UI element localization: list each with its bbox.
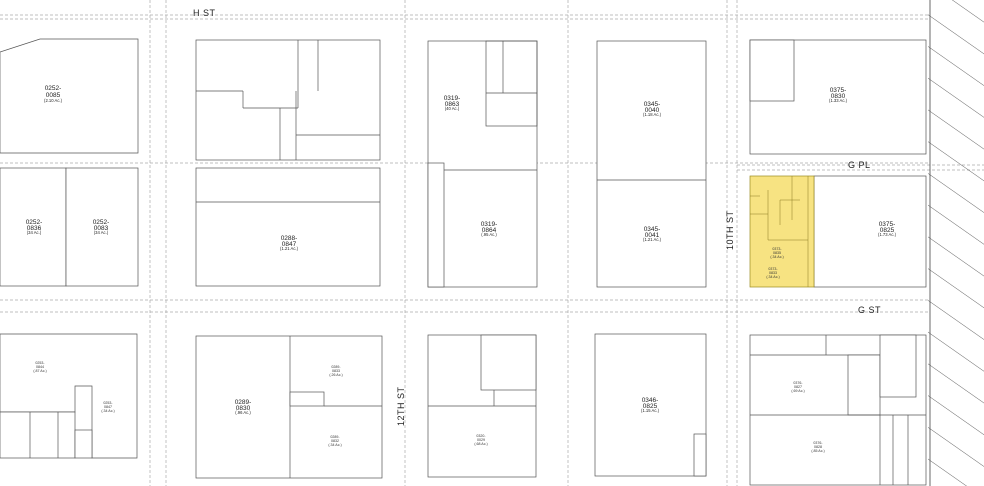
street-g-pl: G PL <box>848 160 871 170</box>
svg-text:0253-: 0253- <box>35 361 45 365</box>
svg-text:0863: 0863 <box>445 101 460 108</box>
svg-text:0830: 0830 <box>236 405 251 412</box>
svg-text:(1.33 Ac.): (1.33 Ac.) <box>829 98 848 103</box>
svg-text:0040: 0040 <box>645 107 660 114</box>
parcel-0345-0040: 0345- 0040 (1.18 Ac.) <box>643 101 662 117</box>
svg-text:(.85 Ac.): (.85 Ac.) <box>811 449 824 453</box>
parcel-outlines <box>0 38 927 486</box>
parcel-0289-0833: 0289- 0833 (.26 Ac.) <box>329 365 342 377</box>
svg-text:(.34 Ac.): (.34 Ac.) <box>101 409 114 413</box>
svg-text:0373-: 0373- <box>768 267 778 271</box>
svg-text:0844: 0844 <box>36 365 44 369</box>
svg-text:(.26 Ac.): (.26 Ac.) <box>329 373 342 377</box>
svg-text:(34 Ac.): (34 Ac.) <box>94 230 109 235</box>
parcel-0319-0863: 0319- 0863 (40 Ac.) <box>444 95 461 111</box>
svg-text:0319-: 0319- <box>444 95 461 102</box>
parcel-0253-0847: 0253- 0847 (.34 Ac.) <box>101 401 114 413</box>
svg-text:0320-: 0320- <box>476 434 486 438</box>
street-10th-st: 10TH ST <box>725 210 735 250</box>
svg-text:0847: 0847 <box>282 241 297 248</box>
svg-text:(.87 Ac.): (.87 Ac.) <box>33 369 46 373</box>
street-12th-st: 12TH ST <box>396 386 406 426</box>
parcel-0376-0828: 0376- 0828 (.85 Ac.) <box>811 441 824 453</box>
svg-text:0289-: 0289- <box>330 435 340 439</box>
svg-text:0375-: 0375- <box>830 87 847 94</box>
svg-text:0319-: 0319- <box>481 221 498 228</box>
svg-text:0029: 0029 <box>477 438 485 442</box>
svg-text:0827: 0827 <box>794 385 802 389</box>
parcel-0373-0835: 0373- 0835 (.34 Ac.) <box>770 247 783 259</box>
svg-text:(1.15 Ac.): (1.15 Ac.) <box>641 408 660 413</box>
svg-text:(.95 Ac.): (.95 Ac.) <box>481 232 497 237</box>
svg-text:0252-: 0252- <box>45 85 62 92</box>
parcel-0289-0830: 0289- 0830 (.96 Ac.) <box>235 399 252 415</box>
parcel-labels: 0252- 0085 (2.10 Ac.) 0252- 0836 (34 Ac.… <box>26 85 897 453</box>
svg-text:0083: 0083 <box>94 225 109 232</box>
svg-text:0833: 0833 <box>769 271 777 275</box>
svg-text:0345-: 0345- <box>644 101 661 108</box>
parcel-0345-0041: 0345- 0041 (1.21 Ac.) <box>643 226 662 242</box>
svg-text:(.96 Ac.): (.96 Ac.) <box>235 410 251 415</box>
svg-text:0346-: 0346- <box>642 397 659 404</box>
svg-text:0847: 0847 <box>104 405 112 409</box>
svg-text:0376-: 0376- <box>793 381 803 385</box>
street-labels: H ST G PL G ST 12TH ST 10TH ST <box>193 8 881 426</box>
parcel-0253-0844: 0253- 0844 (.87 Ac.) <box>33 361 46 373</box>
svg-text:0085: 0085 <box>46 92 61 99</box>
svg-text:0375-: 0375- <box>879 221 896 228</box>
parcel-0252-0083: 0252- 0083 (34 Ac.) <box>93 219 110 235</box>
parcel-0376-0827: 0376- 0827 (.69 Ac.) <box>791 381 804 393</box>
svg-text:(2.10 Ac.): (2.10 Ac.) <box>44 98 63 103</box>
svg-text:(34 Ac.): (34 Ac.) <box>27 230 42 235</box>
svg-text:0828: 0828 <box>814 445 822 449</box>
parcel-0289-0832: 0289- 0832 (.34 Ac.) <box>328 435 341 447</box>
svg-text:0289-: 0289- <box>331 365 341 369</box>
svg-text:0836: 0836 <box>27 225 42 232</box>
svg-text:(1.21 Ac.): (1.21 Ac.) <box>280 246 299 251</box>
svg-text:0830: 0830 <box>831 93 846 100</box>
svg-text:(.34 Ac.): (.34 Ac.) <box>770 255 783 259</box>
parcel-0346-0825: 0346- 0825 (1.15 Ac.) <box>641 397 660 413</box>
svg-text:0864: 0864 <box>482 227 497 234</box>
parcel-0319-0864: 0319- 0864 (.95 Ac.) <box>481 221 498 237</box>
svg-text:(.34 Ac.): (.34 Ac.) <box>328 443 341 447</box>
svg-text:0252-: 0252- <box>26 219 43 226</box>
svg-text:0835: 0835 <box>773 251 781 255</box>
svg-text:0833: 0833 <box>332 369 340 373</box>
svg-text:(1.21 Ac.): (1.21 Ac.) <box>643 237 662 242</box>
svg-text:0832: 0832 <box>331 439 339 443</box>
svg-text:0373-: 0373- <box>772 247 782 251</box>
highlighted-parcel[interactable] <box>749 175 815 288</box>
street-g-st: G ST <box>858 305 881 315</box>
svg-text:(40 Ac.): (40 Ac.) <box>445 106 460 111</box>
parcel-0288-0847: 0288- 0847 (1.21 Ac.) <box>280 235 299 251</box>
svg-text:(1.18 Ac.): (1.18 Ac.) <box>643 112 662 117</box>
parcel-0375-0825: 0375- 0825 (1.73 Ac.) <box>878 221 897 237</box>
svg-text:0252-: 0252- <box>93 219 110 226</box>
freeway-hatch <box>928 0 984 486</box>
svg-text:0041: 0041 <box>645 232 660 239</box>
parcel-0320-0029: 0320- 0029 (.68 Ac.) <box>474 434 487 446</box>
street-h-st: H ST <box>193 8 216 18</box>
parcel-0252-0085: 0252- 0085 (2.10 Ac.) <box>44 85 63 103</box>
parcel-0375-0830: 0375- 0830 (1.33 Ac.) <box>829 87 848 103</box>
svg-text:0825: 0825 <box>880 227 895 234</box>
svg-text:0288-: 0288- <box>281 235 298 242</box>
svg-text:0253-: 0253- <box>103 401 113 405</box>
parcel-0252-0836: 0252- 0836 (34 Ac.) <box>26 219 43 235</box>
svg-text:0376-: 0376- <box>813 441 823 445</box>
svg-text:(.69 Ac.): (.69 Ac.) <box>791 389 804 393</box>
svg-text:(1.73 Ac.): (1.73 Ac.) <box>878 232 897 237</box>
svg-text:(.68 Ac.): (.68 Ac.) <box>474 442 487 446</box>
svg-text:(.34 Ac.): (.34 Ac.) <box>766 275 779 279</box>
svg-text:0345-: 0345- <box>644 226 661 233</box>
parcel-0373-0833: 0373- 0833 (.34 Ac.) <box>766 267 779 279</box>
svg-text:0825: 0825 <box>643 403 658 410</box>
svg-text:0289-: 0289- <box>235 399 252 406</box>
